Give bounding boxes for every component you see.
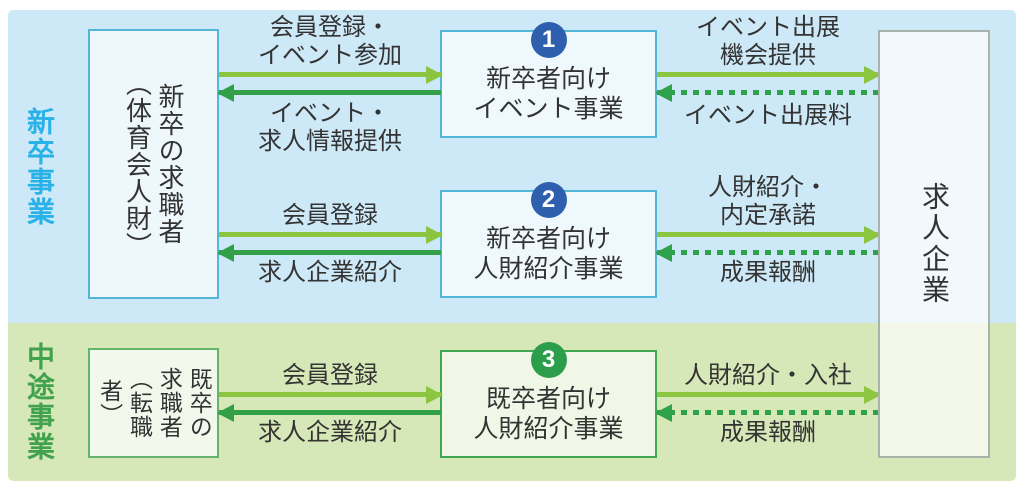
label-event-fee: イベント出展料 <box>684 102 852 129</box>
hiring-company-text: 求人企業 <box>919 182 950 306</box>
label-company-intro-2: 求人企業紹介 <box>258 259 402 286</box>
business-box-1-line1: 新卒者向け <box>485 65 611 93</box>
arrow-event-job-info-icon <box>219 90 441 95</box>
arrow-member-register-2-icon <box>219 232 441 237</box>
business-box-1-line2: イベント事業 <box>473 95 624 123</box>
mid-career-seeker-text: 既卒の 求職者 （転職者） <box>96 367 213 439</box>
label-member-register-3: 会員登録 <box>282 362 378 389</box>
business-box-3: 3 既卒者向け 人財紹介事業 <box>440 342 657 458</box>
label-success-reward-3: 成果報酬 <box>720 419 816 446</box>
new-grad-seeker-box: 新卒の求職者 （体育会人財） <box>88 29 219 299</box>
business-box-3-line2: 人財紹介事業 <box>473 415 624 443</box>
new-grad-section-label: 新卒事業 <box>12 10 66 323</box>
new-grad-seeker-text: 新卒の求職者 （体育会人財） <box>122 69 186 259</box>
business-box-2-line1: 新卒者向け <box>485 225 611 253</box>
label-referral-hire: 人財紹介・入社 <box>684 362 852 389</box>
business-box-2-line2: 人財紹介事業 <box>473 255 624 283</box>
label-success-reward-2: 成果報酬 <box>720 259 816 286</box>
label-referral-acceptance: 人財紹介・ 内定承諾 <box>708 174 828 229</box>
mid-career-section-label: 中途事業 <box>12 323 66 481</box>
label-register-event-join: 会員登録・ イベント参加 <box>258 14 402 69</box>
mid-career-seeker-box: 既卒の 求職者 （転職者） <box>88 348 219 458</box>
arrow-referral-hire-icon <box>657 392 879 397</box>
label-company-intro-3: 求人企業紹介 <box>258 419 402 446</box>
number-2-badge: 2 <box>530 182 567 218</box>
new-grad-section-label-text: 新卒事業 <box>24 106 55 227</box>
arrow-company-intro-2-icon <box>219 250 441 255</box>
label-event-job-info: イベント・ 求人情報提供 <box>258 100 402 155</box>
hiring-company-box: 求人企業 <box>878 30 990 458</box>
label-event-opportunity: イベント出展 機会提供 <box>696 14 840 69</box>
business-box-3-line1: 既卒者向け <box>485 385 611 413</box>
business-box-1: 1 新卒者向け イベント事業 <box>440 22 657 138</box>
arrow-event-opportunity-icon <box>657 72 879 77</box>
arrow-company-intro-3-icon <box>219 410 441 415</box>
number-3-badge: 3 <box>530 342 567 378</box>
arrow-referral-acceptance-icon <box>657 232 879 237</box>
arrow-success-reward-2-icon <box>657 250 879 255</box>
label-member-register-2: 会員登録 <box>282 202 378 229</box>
arrow-success-reward-3-icon <box>657 410 879 415</box>
mid-career-section-label-text: 中途事業 <box>24 342 55 462</box>
arrow-member-register-3-icon <box>219 392 441 397</box>
number-1-badge: 1 <box>530 22 567 58</box>
arrow-register-event-join-icon <box>219 72 441 77</box>
arrow-event-fee-icon <box>657 90 879 95</box>
business-box-2: 2 新卒者向け 人財紹介事業 <box>440 182 657 298</box>
